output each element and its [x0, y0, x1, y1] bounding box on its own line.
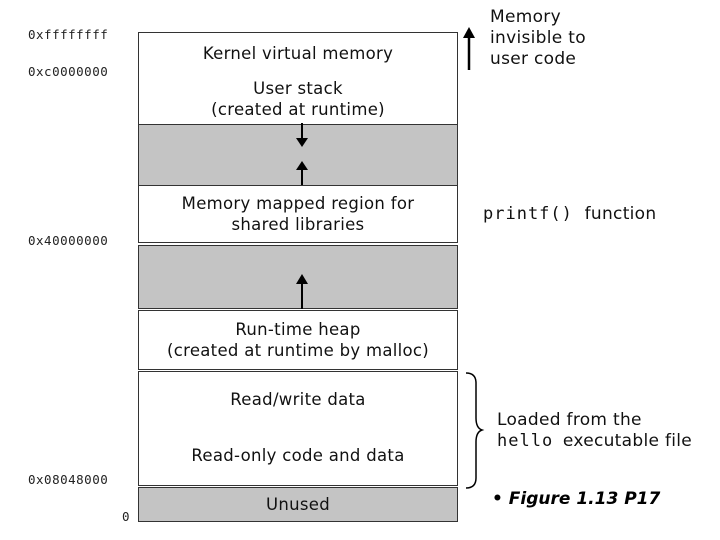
- address-zero: 0: [122, 509, 131, 524]
- invisible-up-arrow: [463, 27, 475, 70]
- loaded-line1: Loaded from the: [497, 410, 642, 430]
- region-kernel-label: Kernel virtual memory: [202, 43, 394, 63]
- mmap-up-arrow: [296, 161, 308, 185]
- loaded-code: hello: [497, 431, 554, 451]
- region-read-write-data: Read/write data: [138, 371, 458, 427]
- unused-label: Unused: [265, 495, 330, 514]
- user-stack-line1: User stack: [253, 78, 343, 98]
- heap-line2: (created at runtime by malloc): [166, 341, 430, 360]
- printf-note: printf() function: [483, 204, 656, 225]
- mmap-line2: shared libraries: [231, 215, 365, 234]
- region-kernel-virtual-memory: Kernel virtual memory: [138, 32, 458, 74]
- loaded-note: Loaded from the hello executable file: [497, 410, 692, 452]
- address-top: 0xffffffff: [28, 27, 109, 42]
- rw-data-label: Read/write data: [230, 389, 366, 409]
- printf-text: function: [584, 204, 657, 224]
- address-program-start: 0x08048000: [28, 472, 109, 487]
- invisible-line2: invisible to: [490, 28, 586, 48]
- region-memory-mapped: Memory mapped region for shared librarie…: [138, 185, 458, 243]
- invisible-line3: user code: [490, 49, 577, 69]
- printf-code: printf(): [483, 204, 573, 224]
- loaded-brace: [465, 372, 485, 489]
- loaded-text: executable file: [562, 431, 693, 451]
- ro-code-label: Read-only code and data: [191, 446, 405, 465]
- region-unused: Unused: [138, 487, 458, 522]
- region-heap-gap: [138, 245, 458, 309]
- region-runtime-heap: Run-time heap (created at runtime by mal…: [138, 310, 458, 370]
- mmap-line1: Memory mapped region for: [181, 194, 415, 213]
- region-read-only-code: Read-only code and data: [138, 426, 458, 486]
- heap-up-arrow: [296, 274, 308, 309]
- heap-line1: Run-time heap: [235, 320, 361, 339]
- user-stack-line2: (created at runtime): [211, 99, 385, 119]
- invisible-memory-note: Memory invisible to user code: [490, 7, 586, 70]
- address-kernel-start: 0xc0000000: [28, 64, 109, 79]
- stack-down-arrow: [296, 123, 308, 147]
- figure-caption: • Figure 1.13 P17: [492, 489, 661, 509]
- invisible-line1: Memory: [490, 7, 561, 27]
- address-shared-libs: 0x40000000: [28, 233, 109, 248]
